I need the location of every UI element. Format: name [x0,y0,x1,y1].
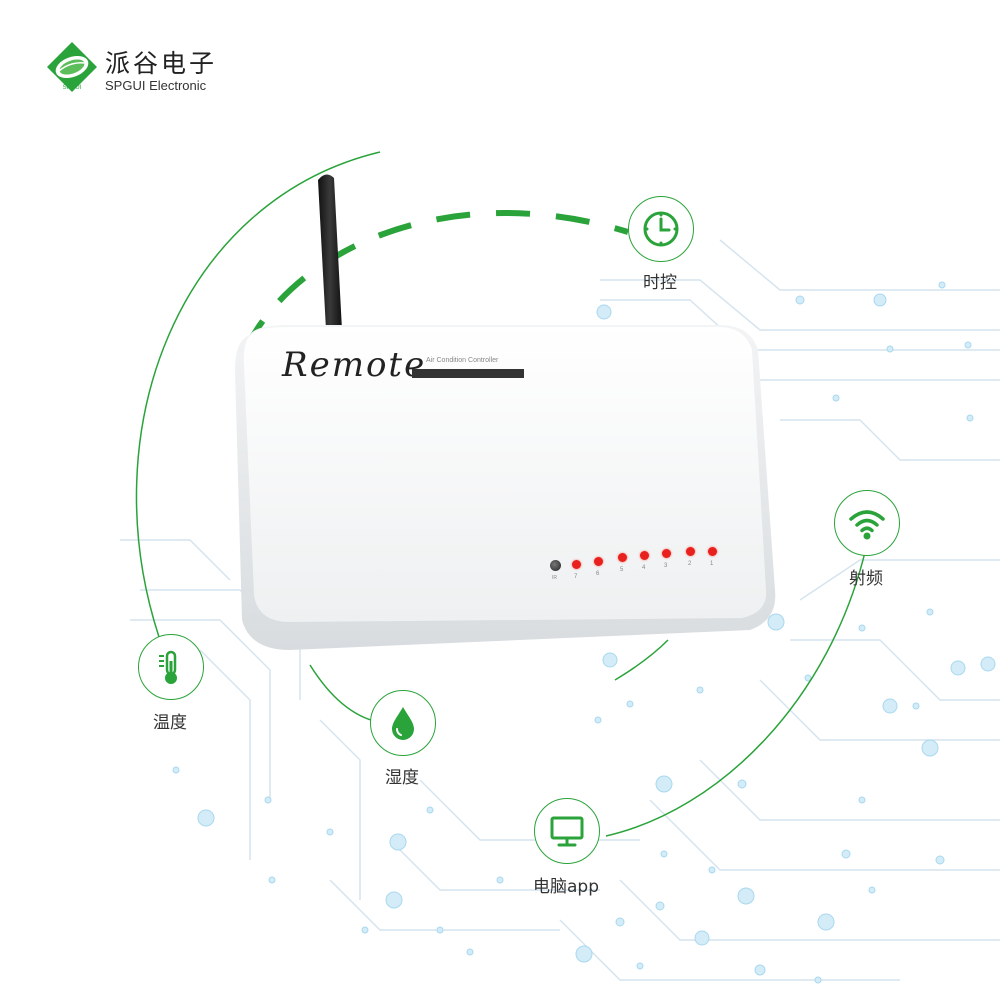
water-drop-icon [392,707,414,740]
led-number-label: 6 [596,571,600,577]
brand-name-en: SPGUI Electronic [105,78,207,93]
green-arcs [135,151,867,837]
device-title: Remote [282,345,427,385]
brand-logo-mark-text: SPGUI [63,85,82,91]
bubbles [172,281,996,984]
led-indicator [708,547,717,556]
brand-name-cn: 派谷电子 [105,49,218,78]
led-number-label: 3 [664,563,668,569]
clock-icon [643,211,679,247]
wifi-icon [849,510,885,540]
led-indicator [662,549,671,558]
ir-receiver-label: IR [552,575,557,581]
feature-pc-app-label: 电脑app [533,877,599,897]
feature-temperature-label: 温度 [153,713,187,733]
led-number-label: 2 [688,561,692,567]
device-label-strip [412,369,524,378]
device-body [235,174,776,650]
feature-humidity [370,690,436,756]
monitor-icon [550,816,584,847]
thermometer-icon [159,650,177,684]
led-indicator [686,547,695,556]
led-indicator [594,557,603,566]
led-number-label: 5 [620,567,624,573]
led-indicator [618,553,627,562]
feature-rf-label: 射频 [849,569,883,589]
led-indicator [572,560,581,569]
led-number-label: 1 [710,561,714,567]
antenna [318,174,342,330]
ir-receiver [550,560,561,571]
feature-timer-label: 时控 [643,273,677,293]
air-condition-controller-device: Remote Air Condition Controller IR 7 6 5 4 3… [230,170,790,670]
led-indicator [640,551,649,560]
feature-pc-app [534,798,600,864]
brand-logo-mark: SPGUI [47,42,97,92]
led-number-label: 4 [642,565,646,571]
feature-humidity-label: 湿度 [385,768,419,788]
device-subtitle: Air Condition Controller [426,357,499,364]
brand-logo: SPGUI 派谷电子 SPGUI Electronic [45,40,245,100]
feature-timer [628,196,694,262]
feature-temperature [138,634,204,700]
led-number-label: 7 [574,574,578,580]
feature-rf [834,490,900,556]
